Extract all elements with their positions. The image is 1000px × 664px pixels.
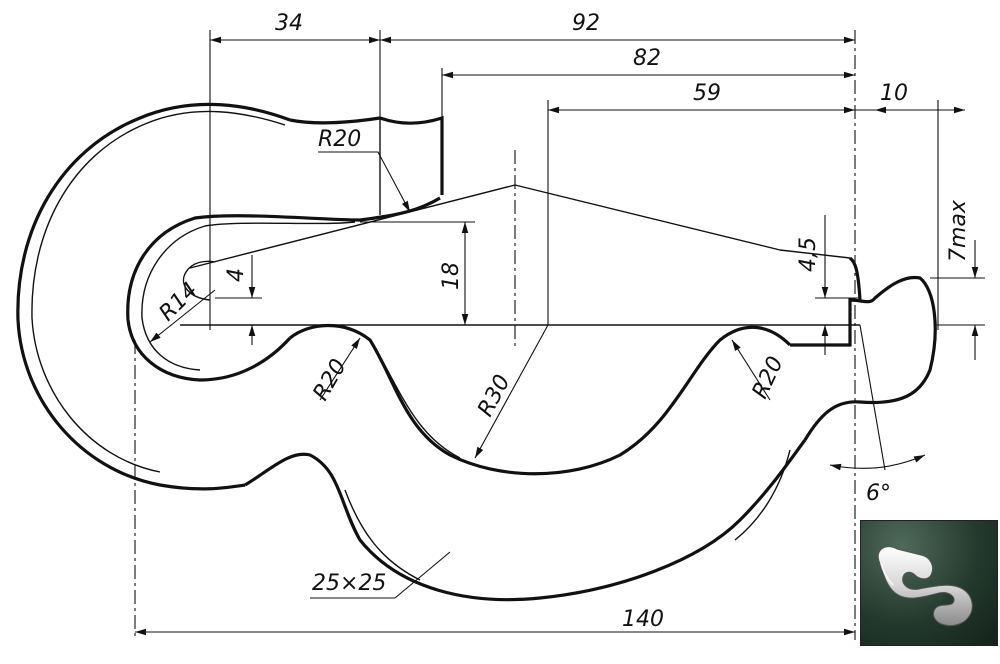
dim-r20-top: R20 — [318, 127, 361, 152]
dim-92: 92 — [572, 11, 600, 36]
dim-59: 59 — [693, 81, 721, 106]
dim-34: 34 — [275, 11, 303, 36]
dim-82: 82 — [633, 46, 661, 71]
dim-140: 140 — [622, 607, 664, 632]
dim-4: 4 — [224, 268, 249, 282]
dim-r20-left: R20 — [309, 355, 352, 405]
dim-4-5: 4,5 — [796, 237, 821, 272]
part-outline — [16, 102, 937, 602]
dim-10: 10 — [880, 81, 908, 106]
construction-lines — [180, 150, 860, 350]
dim-r14: R14 — [155, 278, 203, 326]
dim-7max: 7max — [946, 199, 971, 262]
extension-lines — [134, 30, 939, 640]
dimension-lines — [135, 36, 985, 636]
hook-3d-render-icon — [877, 546, 973, 627]
dim-section-25x25: 25×25 — [312, 571, 386, 596]
hook-3d-thumbnail — [860, 520, 998, 646]
dim-6-degrees: 6° — [866, 481, 891, 506]
dim-r20-right: R20 — [748, 353, 789, 403]
dim-18: 18 — [439, 262, 464, 290]
